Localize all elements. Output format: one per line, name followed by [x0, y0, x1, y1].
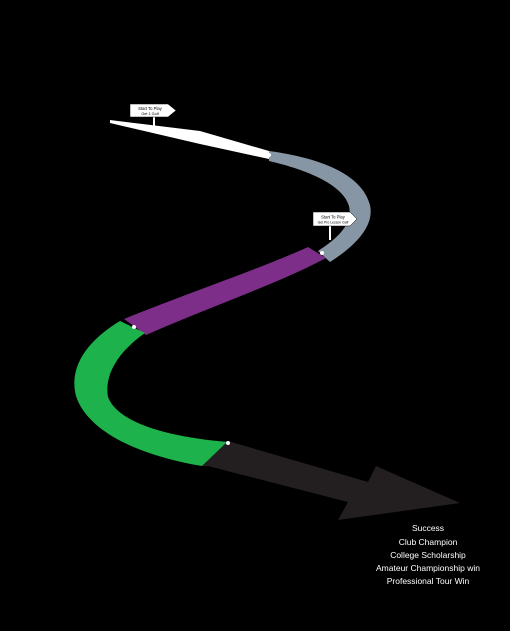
- stage-1-segment: [110, 120, 269, 159]
- stage-3-segment: [124, 247, 326, 335]
- segment-joint: [267, 153, 271, 157]
- outcome-item: College Scholarship: [390, 550, 466, 560]
- signpost-pole: [329, 226, 331, 240]
- outcomes-list: Success Club Champion College Scholarshi…: [376, 523, 480, 586]
- stage-5-arrow: [202, 441, 460, 520]
- stage-4-segment: [74, 321, 229, 466]
- signpost-start: Start To Play Get 1 Golf: [129, 103, 177, 126]
- signpost-line-2: Get Pro Lesson Golf: [318, 221, 349, 225]
- segment-joint: [132, 325, 136, 329]
- signpost-pole: [153, 117, 155, 126]
- outcome-item: Professional Tour Win: [387, 576, 470, 586]
- stage-2-segment: [269, 151, 371, 262]
- signpost-board: [312, 211, 358, 227]
- outcome-item: Club Champion: [399, 537, 458, 547]
- segment-joint: [320, 251, 324, 255]
- outcome-item: Success: [412, 523, 444, 533]
- signpost-board: [129, 103, 177, 118]
- outcome-item: Amateur Championship win: [376, 563, 480, 573]
- segment-joint: [226, 441, 230, 445]
- signpost-lessons: Start To Play Get Pro Lesson Golf: [312, 211, 358, 240]
- signpost-line-1: Start To Play: [138, 106, 163, 111]
- signpost-line-1: Start To Play: [321, 215, 346, 220]
- signpost-line-2: Get 1 Golf: [141, 112, 159, 116]
